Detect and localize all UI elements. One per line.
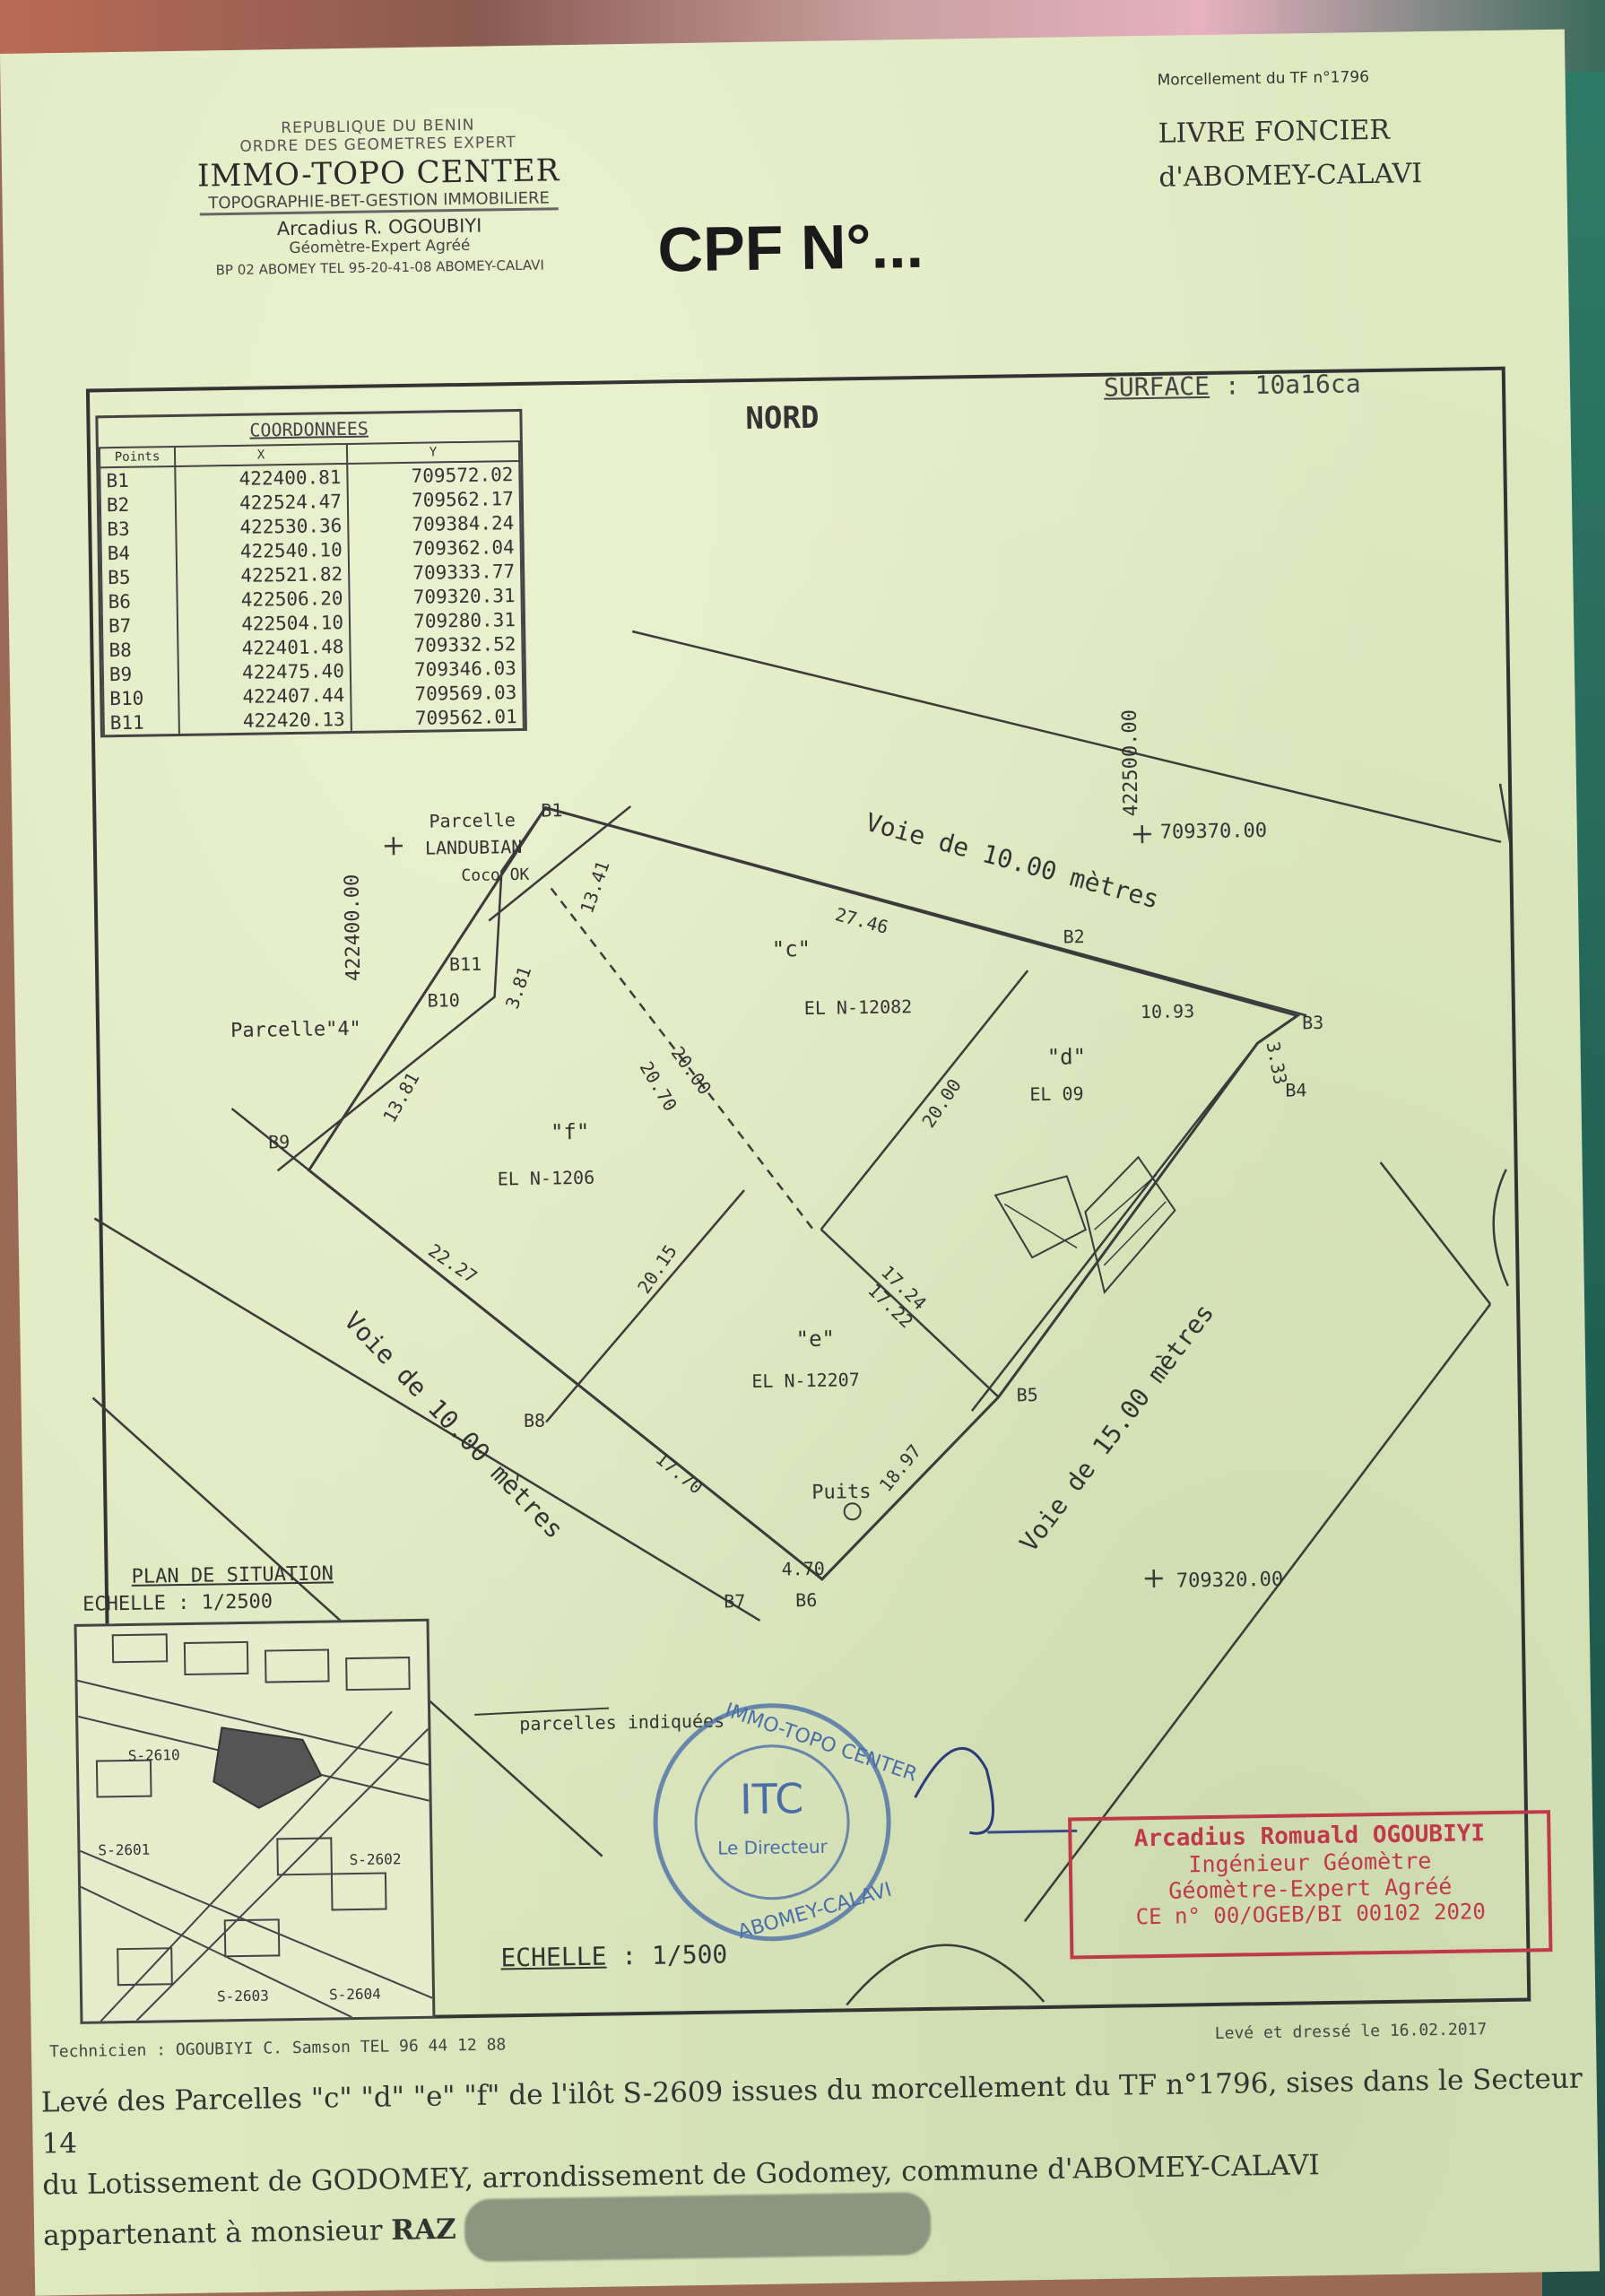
point-label-b10: B10	[427, 989, 459, 1012]
road-right-east	[1023, 1303, 1492, 1923]
parcel-top-note: Coco OK	[461, 865, 529, 885]
lot-f-ref: EL N-1206	[498, 1167, 595, 1190]
roundabout-arc	[846, 1944, 1045, 2006]
survey-description: Levé des Parcelles "c" "d" "e" "f" de l'…	[41, 2058, 1586, 2269]
parcel-top-label: Parcelle	[429, 809, 516, 832]
dimension: 27.46	[833, 903, 890, 938]
parcel-4-label: Parcelle"4"	[230, 1018, 361, 1042]
round-stamp-center: ITC	[740, 1774, 804, 1823]
hatch-line	[1094, 1174, 1158, 1231]
point-label-b3: B3	[1302, 1012, 1323, 1033]
signature-curve	[914, 1746, 995, 1835]
road-left-west	[93, 1217, 761, 1622]
parcels-outline	[307, 805, 1301, 1581]
point-label-b6: B6	[795, 1589, 817, 1611]
point-label-b5: B5	[1016, 1384, 1037, 1405]
corner-boundary	[488, 805, 632, 922]
well-symbol	[843, 1502, 862, 1521]
round-stamp: ITC Le Directeur IMMO-TOPO CENTER ABOMEY…	[653, 1700, 920, 1944]
road-right-label: Voie de 15.00 mètres	[1014, 1299, 1220, 1558]
point-label-b8: B8	[524, 1410, 545, 1431]
parcel-d-e-boundary	[820, 1228, 1000, 1398]
plan-scale: ECHELLE : 1/500	[500, 1940, 727, 1973]
cadastral-plan-drawing: B1 B2 B3 B4 B5 B6 B7 B8 B9 B10 B11 Parce…	[91, 630, 1512, 2006]
parcel-top-owner: LANDUBIAN	[425, 836, 523, 859]
dimension: 17.70	[652, 1448, 707, 1499]
road-top-edge-north	[631, 630, 1502, 844]
coord-bottom-x: 709320.00	[1176, 1569, 1284, 1593]
road-top-edge-end	[1498, 783, 1512, 842]
point-label-b2: B2	[1063, 926, 1084, 947]
dimension: 13.41	[576, 858, 613, 917]
road-junction	[820, 1396, 1000, 1580]
parcel-c-d-boundary	[820, 970, 1029, 1231]
dimension: 20.70	[636, 1057, 682, 1115]
dimension: 20.00	[917, 1074, 966, 1131]
building-hatch-2	[1084, 1155, 1176, 1294]
lot-e-ref: EL N-12207	[751, 1369, 860, 1392]
lot-c-label: "c"	[772, 936, 811, 962]
road-right-east-stub	[1379, 1161, 1492, 1305]
situation-block-label: S-2602	[350, 1850, 402, 1868]
situation-block-label: S-2603	[217, 1987, 269, 2005]
building-hatch-1	[993, 1175, 1087, 1259]
round-stamp-ring-bottom: ABOMEY-CALAVI	[735, 1879, 894, 1944]
hatch-line	[1103, 1201, 1167, 1266]
round-stamp-sub: Le Directeur	[717, 1836, 829, 1859]
dimension: 13.81	[378, 1068, 423, 1126]
point-label-b7: B7	[724, 1590, 745, 1612]
situation-highlight	[213, 1726, 323, 1809]
situation-pointer-label: parcelles indiquées	[519, 1710, 724, 1735]
situation-map: S-2601 S-2602 S-2603 S-2604 S-2610	[74, 1618, 436, 2024]
hatch-line	[1003, 1203, 1078, 1248]
point-label-b1: B1	[541, 799, 562, 821]
road-top-label: Voie de 10.00 mètres	[863, 807, 1162, 915]
coord-top-y: 422500.00	[1119, 709, 1143, 817]
scale-value: : 1/500	[621, 1939, 728, 1971]
situation-scale: ECHELLE : 1/2500	[82, 1590, 273, 1616]
round-stamp-ring-top: IMMO-TOPO CENTER	[722, 1700, 920, 1787]
lot-d-label: "d"	[1046, 1044, 1086, 1070]
dimension: 4.70	[781, 1558, 825, 1580]
lot-e-label: "e"	[795, 1326, 835, 1352]
situation-block-label: S-2604	[329, 1986, 381, 2004]
situation-map-drawing: S-2601 S-2602 S-2603 S-2604 S-2610	[77, 1633, 433, 2022]
lot-f-label: "f"	[551, 1119, 590, 1145]
parcel-c-f-boundary	[550, 887, 818, 1235]
redaction-blur	[464, 2191, 933, 2263]
scale-label: ECHELLE	[500, 1941, 607, 1973]
document-sheet: REPUBLIQUE DU BENIN ORDRE DES GEOMETRES …	[0, 29, 1601, 2296]
dimension: 22.27	[424, 1239, 481, 1288]
dimension: 18.97	[875, 1440, 926, 1496]
coord-top-x: 709370.00	[1160, 820, 1268, 844]
situation-pointer	[474, 1707, 610, 1716]
dimension: 3.33	[1262, 1039, 1292, 1086]
dimension: 3.81	[501, 963, 535, 1011]
well-label: Puits	[811, 1481, 872, 1504]
lot-d-ref: EL 09	[1029, 1083, 1084, 1105]
situation-block-label: S-2610	[128, 1746, 180, 1764]
point-label-b9: B9	[268, 1131, 290, 1152]
dimension: 20.15	[633, 1240, 681, 1297]
situation-title: PLAN DE SITUATION	[131, 1562, 334, 1588]
parcel-f-e-boundary	[545, 1189, 745, 1423]
owner-prefix: appartenant à monsieur	[42, 2214, 383, 2253]
road-right-west	[970, 1042, 1259, 1412]
dimension: 10.93	[1141, 1000, 1195, 1022]
road-left-top	[230, 1108, 310, 1171]
situation-block-label: S-2601	[98, 1841, 150, 1859]
coord-left-y: 422400.00	[341, 874, 365, 982]
owner-visible: RAZ	[391, 2213, 457, 2247]
point-label-b11: B11	[449, 953, 482, 976]
engineer-stamp: Arcadius Romuald OGOUBIYI Ingénieur Géom…	[1068, 1810, 1553, 1960]
lot-c-ref: EL N-12082	[804, 996, 913, 1019]
signature-stroke	[987, 1829, 1078, 1834]
point-label-b4: B4	[1285, 1079, 1306, 1100]
road-curve-right	[1492, 1169, 1509, 1287]
